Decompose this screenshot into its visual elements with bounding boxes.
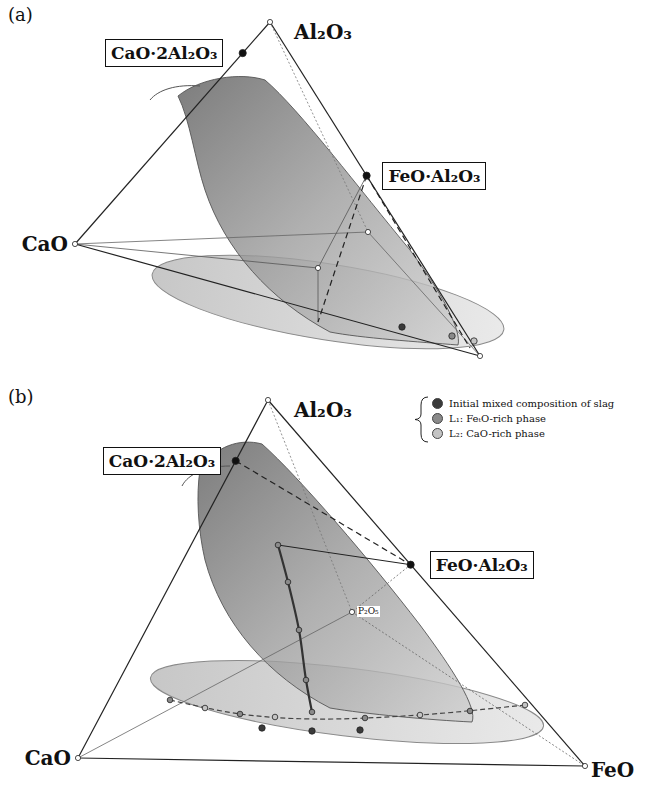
tetrahedron-edge bbox=[75, 22, 270, 244]
composition-dot bbox=[296, 627, 302, 633]
tie-line bbox=[236, 461, 411, 565]
compound-name: CaO·2Al₂O₃ bbox=[109, 449, 215, 473]
compound-name: FeO·Al₂O₃ bbox=[388, 164, 480, 188]
compound-name: FeO·Al₂O₃ bbox=[436, 553, 528, 577]
legend-swatch bbox=[432, 428, 443, 439]
tie-line bbox=[318, 176, 367, 322]
tie-line bbox=[367, 176, 470, 348]
legend: Initial mixed composition of slagL₁: Feₜ… bbox=[432, 396, 614, 441]
vertex-label: CaO bbox=[25, 746, 71, 770]
composition-dot bbox=[167, 697, 173, 703]
legend-text: L₂: CaO-rich phase bbox=[449, 427, 545, 441]
composition-dot bbox=[471, 338, 477, 344]
tetrahedron-edge bbox=[78, 400, 268, 758]
surface-edge bbox=[150, 86, 200, 100]
vertex-label: Al₂O₃ bbox=[294, 398, 352, 422]
legend-text: L₁: FeₜO-rich phase bbox=[449, 412, 546, 426]
compound-dot bbox=[239, 49, 246, 56]
l1-surface bbox=[178, 77, 458, 345]
composition-dot bbox=[202, 705, 208, 711]
tetrahedron-edge bbox=[78, 758, 585, 766]
compound-dot bbox=[407, 561, 414, 568]
legend-row: Initial mixed composition of slag bbox=[432, 396, 614, 411]
tie-line bbox=[352, 565, 411, 612]
vertex-label: FeO bbox=[591, 758, 634, 782]
legend-bracket bbox=[415, 397, 428, 442]
phase-path bbox=[278, 545, 312, 712]
panel-label: (b) bbox=[8, 386, 34, 408]
vertex-dot bbox=[477, 353, 482, 358]
composition-dot bbox=[449, 333, 455, 339]
composition-dot bbox=[522, 702, 528, 708]
compound-box: FeO·Al₂O₃ bbox=[430, 551, 534, 579]
tie-line bbox=[278, 545, 411, 565]
vertex-dot bbox=[365, 229, 370, 234]
tie-line bbox=[318, 268, 319, 322]
vertex-dot bbox=[75, 755, 80, 760]
legend-text: Initial mixed composition of slag bbox=[449, 397, 614, 411]
tie-line bbox=[75, 244, 318, 268]
composition-dot bbox=[417, 712, 423, 718]
tetrahedron-edge bbox=[78, 612, 352, 758]
composition-dot bbox=[399, 324, 405, 330]
composition-dot bbox=[285, 579, 291, 585]
vertex-label: P₂O₅ bbox=[357, 606, 380, 617]
panel-label: (a) bbox=[8, 4, 33, 26]
composition-dot bbox=[467, 708, 473, 714]
legend-swatch bbox=[432, 413, 443, 424]
vertex-dot bbox=[72, 241, 77, 246]
vertex-label: Al₂O₃ bbox=[294, 20, 352, 44]
legend-row: L₁: FeₜO-rich phase bbox=[432, 411, 614, 426]
hidden-edge bbox=[268, 400, 352, 612]
legend-swatch bbox=[432, 398, 443, 409]
composition-dot bbox=[303, 677, 309, 683]
composition-dot bbox=[237, 711, 243, 717]
vertex-dot bbox=[349, 609, 354, 614]
tetrahedron-edge bbox=[268, 400, 585, 766]
l1-surface bbox=[198, 442, 473, 722]
phase-path bbox=[170, 700, 525, 719]
composition-dot bbox=[309, 709, 315, 715]
vertex-label: CaO bbox=[22, 232, 68, 256]
compound-dot bbox=[232, 457, 239, 464]
vertex-dot bbox=[582, 763, 587, 768]
vertex-dot bbox=[265, 397, 270, 402]
tie-line bbox=[318, 176, 367, 268]
tetrahedron-edge bbox=[75, 244, 480, 356]
compound-dot bbox=[363, 172, 370, 179]
composition-dot bbox=[275, 542, 281, 548]
compound-box: CaO·2Al₂O₃ bbox=[105, 39, 223, 67]
tetrahedron-edge bbox=[75, 232, 368, 244]
vertex-dot bbox=[267, 19, 272, 24]
legend-row: L₂: CaO-rich phase bbox=[432, 426, 614, 441]
composition-dot bbox=[362, 715, 368, 721]
composition-dot bbox=[259, 725, 265, 731]
vertex-dot bbox=[315, 265, 320, 270]
composition-dot bbox=[357, 727, 363, 733]
tetrahedron-edge bbox=[368, 232, 480, 356]
composition-dot bbox=[272, 714, 278, 720]
hidden-edge bbox=[352, 612, 585, 766]
composition-dot bbox=[309, 728, 315, 734]
compound-box: CaO·2Al₂O₃ bbox=[103, 447, 221, 475]
compound-name: CaO·2Al₂O₃ bbox=[111, 41, 217, 65]
compound-box: FeO·Al₂O₃ bbox=[382, 162, 486, 190]
